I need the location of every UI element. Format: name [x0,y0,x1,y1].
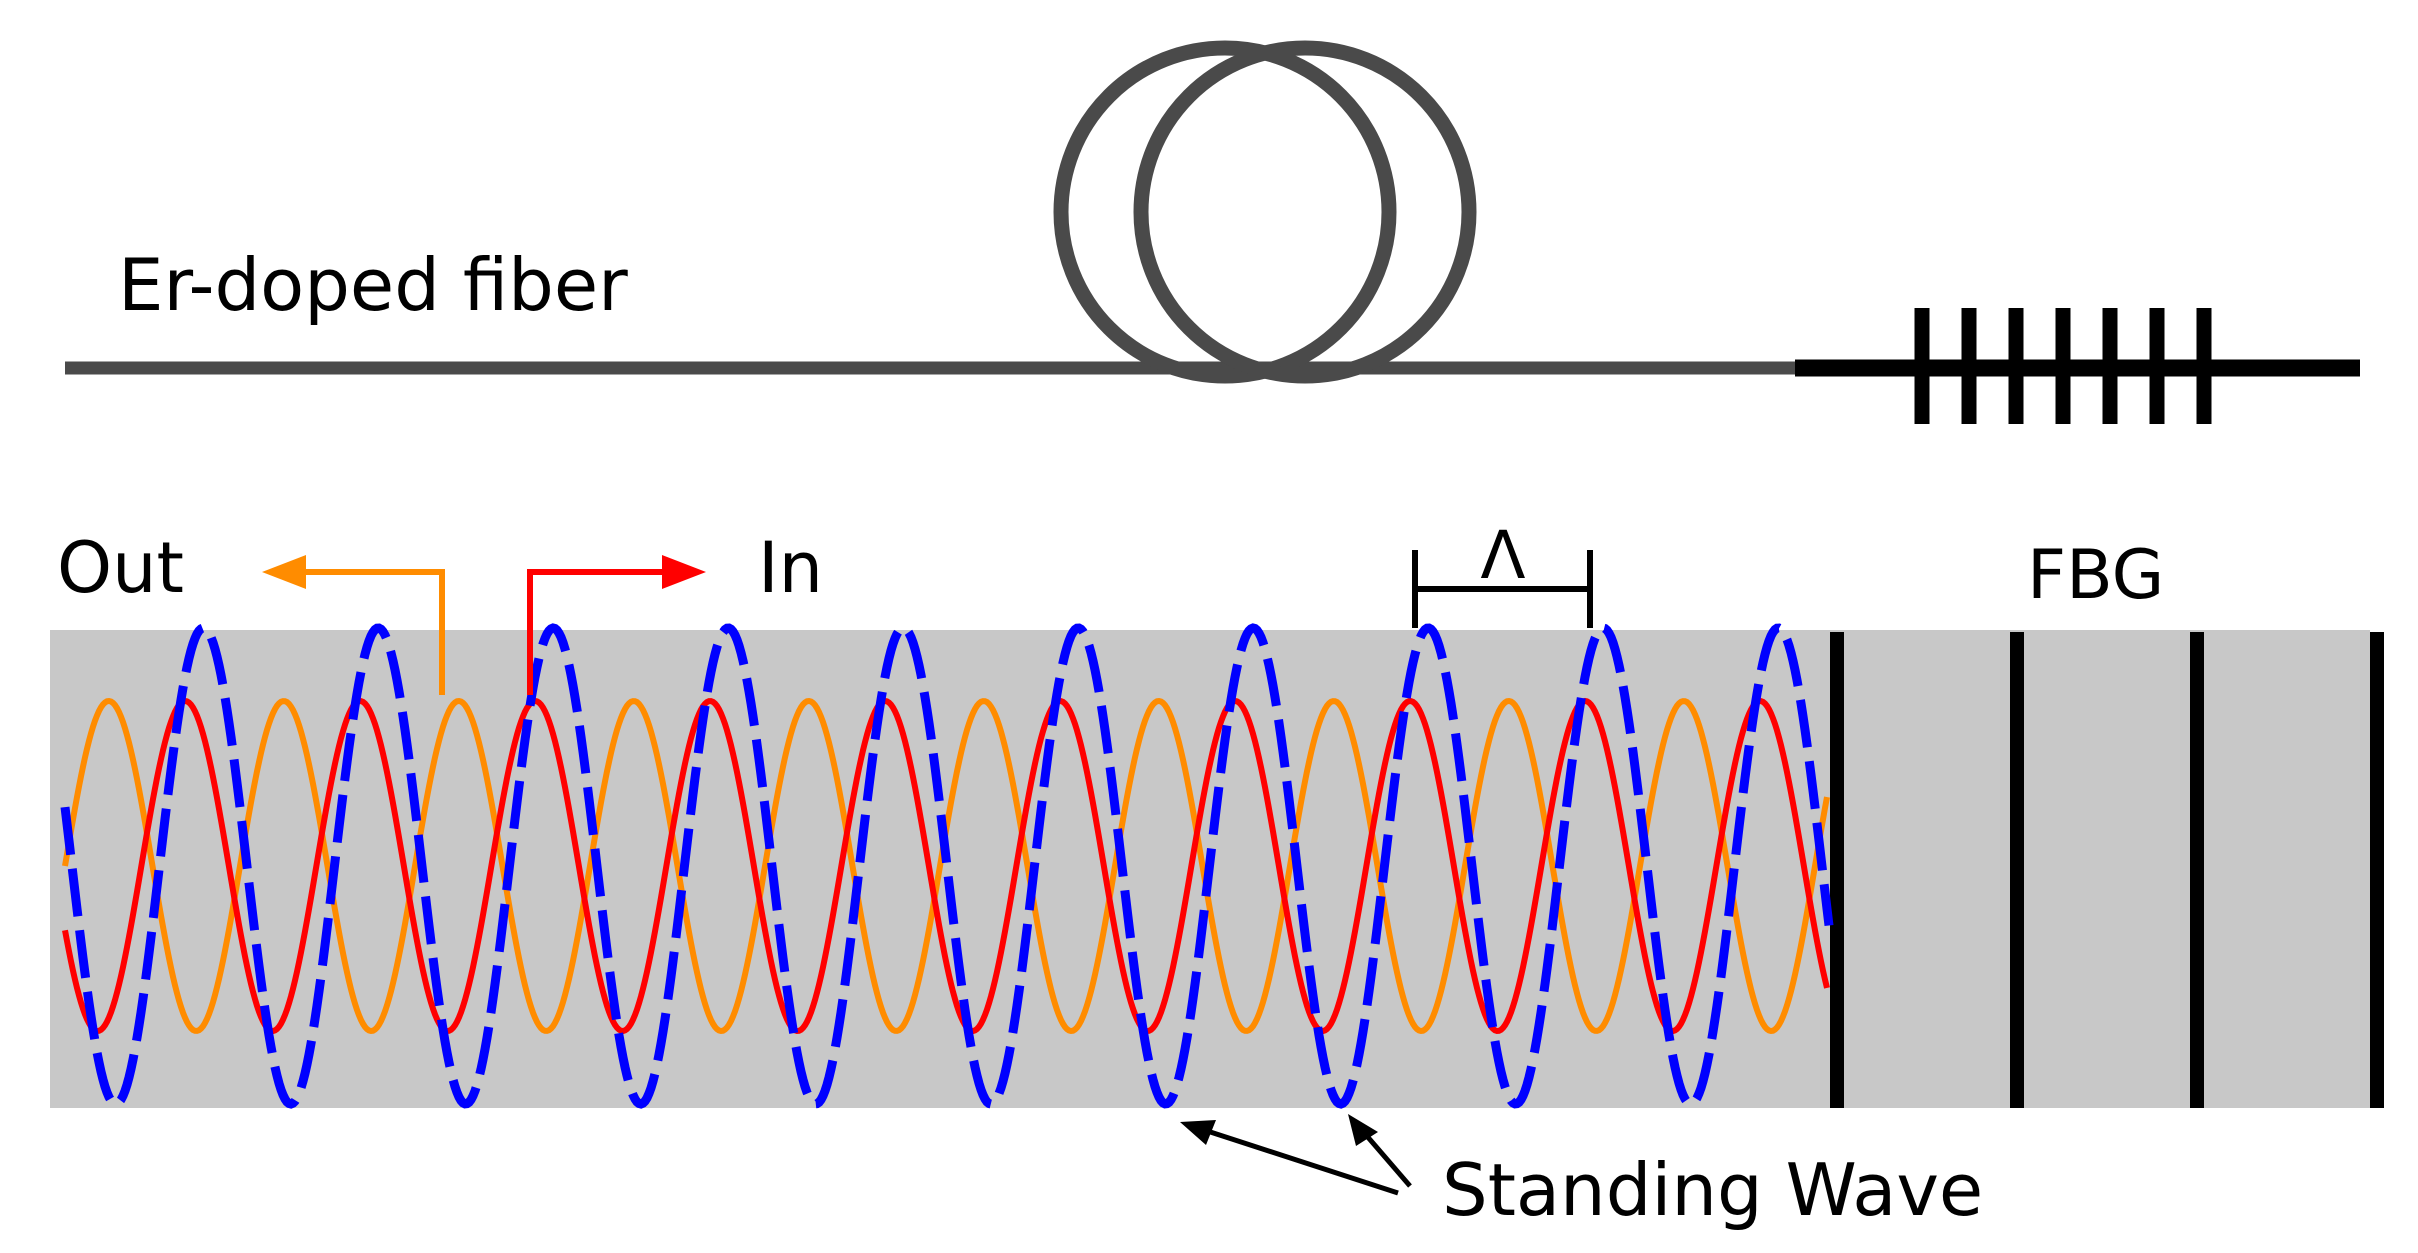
in-label: In [758,527,823,609]
fiber-assembly [65,40,2360,424]
fiber-loop-left [1053,40,1397,384]
wave-group [60,623,1834,1109]
fiber-grating-ticks [1914,308,2212,424]
fiber-label: Er-doped fiber [118,243,628,327]
fiber-loop-right [1133,40,1477,384]
in-arrow [527,555,706,695]
standing-wave-label: Standing Wave [1442,1148,1983,1232]
fbg-label: FBG [2027,536,2164,615]
out-arrow [262,555,445,695]
fbg-grating-lines [1830,632,2384,1108]
standing-wave [60,623,1834,1109]
standing-wave-arrows [1180,1114,1412,1196]
period-label: Λ [1480,517,1525,594]
out-label: Out [57,527,184,609]
period-marker [1412,550,1593,628]
